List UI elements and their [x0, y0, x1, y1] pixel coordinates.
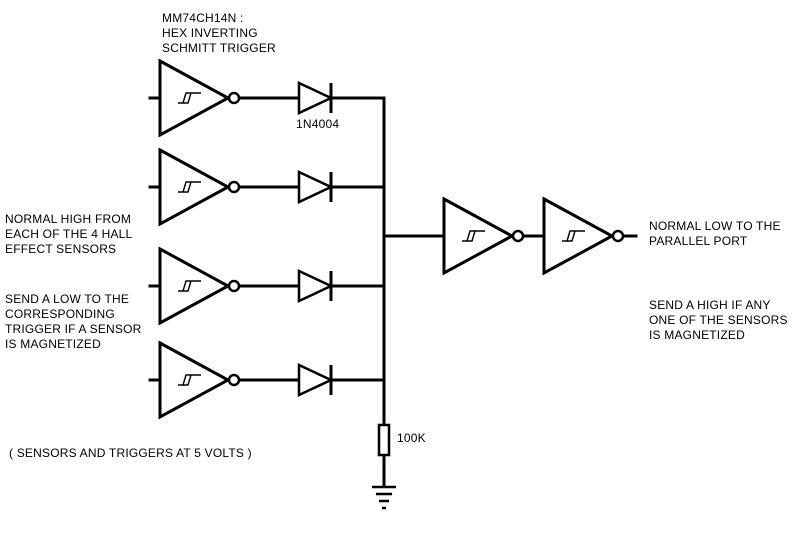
resistor-body — [377, 423, 391, 457]
output-inverter-2-body — [542, 196, 616, 276]
input-inverter-4-body — [158, 340, 232, 420]
note-send-high-line-3: IS MAGNETIZED — [649, 328, 745, 342]
ground-symbol — [372, 485, 396, 510]
note-voltage: ( SENSORS AND TRIGGERS AT 5 VOLTS ) — [9, 446, 252, 460]
output-inverter-1-bubble — [511, 229, 525, 243]
diode-4 — [297, 363, 334, 397]
input-inverter-2 — [158, 147, 241, 227]
note-normal-high-line-2: EACH OF THE 4 HALL — [5, 227, 133, 241]
note-send-low-line-4: IS MAGNETIZED — [5, 337, 101, 351]
note-send-high-line-2: ONE OF THE SENSORS — [649, 313, 788, 327]
note-send-low-line-2: CORRESPONDING — [5, 307, 115, 321]
pulldown-resistor — [377, 423, 391, 457]
ic-part-label: MM74CH14N : HEX INVERTING SCHMITT TRIGGE… — [162, 11, 276, 56]
diode-part-label: 1N4004 — [296, 117, 340, 131]
note-normal-high-line-3: EFFECT SENSORS — [5, 242, 117, 256]
ic-description-line-1: HEX INVERTING — [162, 26, 258, 40]
note-send-low: SEND A LOW TO THE CORRESPONDING TRIGGER … — [5, 292, 142, 352]
components — [158, 58, 625, 510]
ic-description-line-2: SCHMITT TRIGGER — [162, 41, 276, 55]
input-inverter-4-bubble — [227, 373, 241, 387]
input-inverter-3-body — [158, 246, 232, 326]
note-send-high: SEND A HIGH IF ANY ONE OF THE SENSORS IS… — [649, 298, 788, 343]
diode-2-anode — [297, 170, 334, 204]
output-inverter-2-hysteresis-symbol — [562, 230, 585, 242]
input-inverter-1 — [158, 58, 241, 138]
note-normal-high-line-1: NORMAL HIGH FROM — [5, 212, 132, 226]
wires — [148, 96, 638, 488]
note-send-low-line-3: TRIGGER IF A SENSOR — [5, 322, 142, 336]
resistor-value-label: 100K — [397, 431, 426, 445]
input-inverter-2-hysteresis-symbol — [178, 181, 201, 193]
input-inverter-2-body — [158, 147, 232, 227]
input-inverter-1-body — [158, 58, 232, 138]
output-inverter-1 — [442, 196, 525, 276]
input-inverter-3 — [158, 246, 241, 326]
input-inverter-1-hysteresis-symbol — [178, 92, 201, 104]
note-normal-low-line-1: NORMAL LOW TO THE — [649, 219, 781, 233]
output-inverter-2 — [542, 196, 625, 276]
output-inverter-2-bubble — [611, 229, 625, 243]
diode-2 — [297, 170, 334, 204]
input-inverter-4-hysteresis-symbol — [178, 374, 201, 386]
diode-1 — [297, 81, 334, 115]
input-inverter-2-bubble — [227, 180, 241, 194]
note-normal-low-line-2: PARALLEL PORT — [649, 234, 748, 248]
input-inverter-3-hysteresis-symbol — [178, 280, 201, 292]
note-normal-low: NORMAL LOW TO THE PARALLEL PORT — [649, 219, 781, 249]
note-send-low-line-1: SEND A LOW TO THE — [5, 292, 130, 306]
diode-3 — [297, 269, 334, 303]
input-inverter-4 — [158, 340, 241, 420]
input-inverter-3-bubble — [227, 279, 241, 293]
note-send-high-line-1: SEND A HIGH IF ANY — [649, 298, 771, 312]
output-inverter-1-body — [442, 196, 516, 276]
diode-1-anode — [297, 81, 334, 115]
diode-3-anode — [297, 269, 334, 303]
ic-part-number: MM74CH14N : — [162, 11, 244, 25]
diode-4-anode — [297, 363, 334, 397]
note-normal-high: NORMAL HIGH FROM EACH OF THE 4 HALL EFFE… — [5, 212, 132, 257]
output-inverter-1-hysteresis-symbol — [462, 230, 485, 242]
input-inverter-1-bubble — [227, 91, 241, 105]
